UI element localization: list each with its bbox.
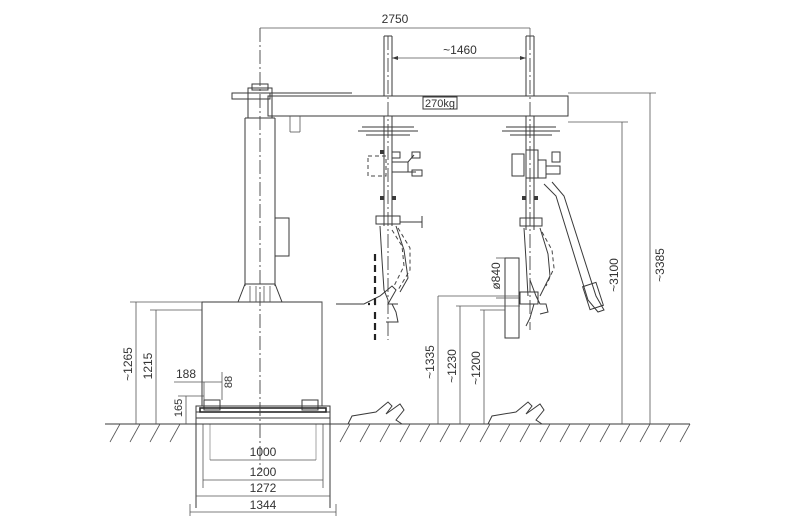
dim-base-1000-label: 1000 bbox=[250, 445, 277, 459]
dimension-base-1344: 1344 bbox=[189, 498, 337, 516]
dimension-base-1000: 1000 bbox=[210, 445, 316, 461]
dimension-height-1215: 1215 bbox=[141, 309, 202, 424]
dim-height-1215-label: 1215 bbox=[141, 352, 155, 379]
dim-height-1230-label: ~1230 bbox=[445, 349, 459, 383]
foundation-pit bbox=[195, 424, 331, 508]
bead-press-left bbox=[347, 401, 405, 425]
dimension-height-1230: ~1230 bbox=[445, 305, 520, 424]
dimension-height-1265: ~1265 bbox=[121, 301, 202, 424]
ground-hatching bbox=[109, 423, 691, 443]
dim-height-1265-label: ~1265 bbox=[121, 347, 135, 381]
dimension-tool-spacing: ~1460 bbox=[392, 43, 526, 60]
dim-tool-spacing-label: ~1460 bbox=[443, 43, 477, 57]
dimension-wheel-diameter: ø840 bbox=[489, 257, 505, 299]
dim-wheel-diameter-label: ø840 bbox=[489, 262, 503, 290]
dim-height-1200-label: ~1200 bbox=[469, 351, 483, 385]
tool-head-left bbox=[336, 35, 423, 340]
dim-foot-height-label: 88 bbox=[223, 376, 235, 388]
machine-cabinet bbox=[201, 301, 323, 407]
dimension-height-arm: ~3100 bbox=[568, 121, 628, 424]
tool-head-right bbox=[502, 35, 605, 339]
dim-height-total-label: ~3385 bbox=[653, 248, 667, 282]
main-column bbox=[237, 83, 290, 303]
bead-press-right bbox=[487, 401, 545, 425]
dimension-height-1335: ~1335 bbox=[423, 295, 520, 424]
dim-foot-width-label: 188 bbox=[176, 367, 196, 381]
dimension-base-plate: 165 bbox=[173, 395, 204, 424]
machine-feet bbox=[199, 399, 327, 413]
dimension-base-1272: 1272 bbox=[196, 481, 330, 497]
dimension-height-1200: ~1200 bbox=[469, 309, 505, 424]
dim-base-1200-label: 1200 bbox=[250, 465, 277, 479]
dim-height-1335-label: ~1335 bbox=[423, 345, 437, 379]
dimension-height-total: ~3385 bbox=[568, 92, 667, 424]
load-label: 270kg bbox=[425, 98, 455, 110]
load-rating-tag: 270kg bbox=[422, 96, 458, 110]
dimension-arm-span: 2750 bbox=[260, 12, 531, 36]
dim-height-arm-label: ~3100 bbox=[607, 258, 621, 292]
dim-base-plate-label: 165 bbox=[173, 399, 185, 417]
dim-base-1272-label: 1272 bbox=[250, 481, 277, 495]
boom-arm bbox=[231, 92, 569, 133]
dimension-base-1200: 1200 bbox=[203, 465, 323, 481]
dimension-foot: 188 88 bbox=[174, 367, 235, 400]
dim-arm-span-label: 2750 bbox=[382, 12, 409, 26]
dim-base-1344-label: 1344 bbox=[250, 498, 277, 512]
